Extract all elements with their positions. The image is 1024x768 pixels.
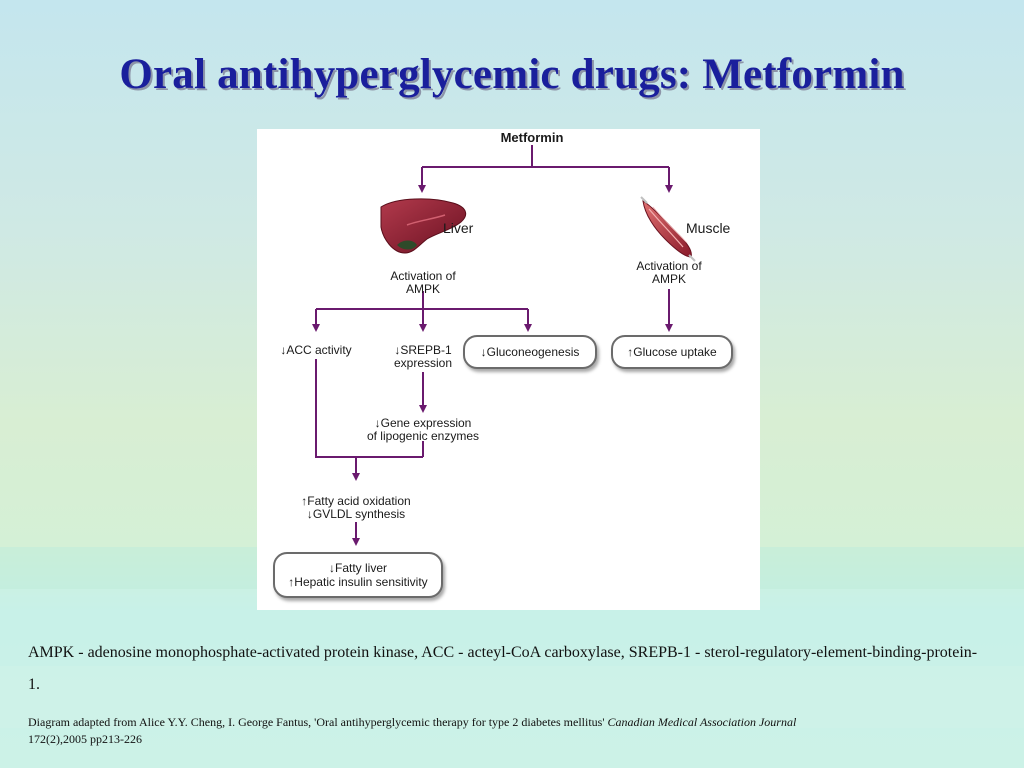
muscle-icon: [640, 196, 696, 262]
liver-icon: [380, 198, 467, 254]
srepb-expression: ↓SREPB-1 expression: [373, 344, 473, 370]
citation-ref: 172(2),2005 pp213-226: [28, 732, 142, 746]
abbreviations-footnote: AMPK - adenosine monophosphate-activated…: [28, 644, 978, 693]
metformin-label: Metformin: [500, 130, 564, 145]
hepatic-outcome-box: ↓Fatty liver ↑Hepatic insulin sensitivit…: [273, 552, 443, 598]
citation-text: Diagram adapted from Alice Y.Y. Cheng, I…: [28, 715, 605, 729]
liver-ampk-activation: Activation of AMPK: [373, 270, 473, 296]
background-band-footer: [0, 666, 1024, 728]
connector-acc-down: [315, 359, 423, 458]
outcome-line1: ↓Fatty liver: [328, 561, 387, 575]
gene-line2: of lipogenic enzymes: [366, 429, 480, 443]
citation-journal: Canadian Medical Association Journal: [607, 715, 797, 729]
muscle-label: Muscle: [686, 220, 731, 236]
fatty-acid-oxidation: ↑Fatty acid oxidation ↓GVLDL synthesis: [286, 495, 426, 521]
metformin-diagram: Metformin Liver Activation of AMPK Muscl…: [257, 129, 760, 610]
gluconeogenesis-box: ↓Gluconeogenesis: [463, 335, 597, 369]
outcome-line2: ↑Hepatic insulin sensitivity: [288, 575, 428, 589]
slide-title: Oral antihyperglycemic drugs: Metformin: [119, 51, 905, 98]
gluconeogenesis-text: ↓Gluconeogenesis: [480, 345, 580, 359]
liver-ampk-line2: AMPK: [405, 282, 440, 296]
fatty-line1: ↑Fatty acid oxidation: [301, 494, 411, 508]
liver-ampk-line1: Activation of: [390, 269, 456, 283]
acc-activity: ↓ACC activity: [280, 343, 352, 357]
gene-expression: ↓Gene expression of lipogenic enzymes: [353, 417, 493, 443]
muscle-ampk-activation: Activation of AMPK: [619, 260, 719, 286]
muscle-ampk-line1: Activation of: [636, 259, 702, 273]
glucose-uptake-text: ↑Glucose uptake: [627, 345, 717, 359]
liver-label: Liver: [443, 220, 474, 236]
srepb-line1: ↓SREPB-1: [394, 343, 452, 357]
diagram-connectors: [312, 145, 696, 546]
fatty-line2: ↓GVLDL synthesis: [306, 507, 406, 521]
citation: Diagram adapted from Alice Y.Y. Cheng, I…: [28, 714, 988, 748]
glucose-uptake-box: ↑Glucose uptake: [611, 335, 733, 369]
gene-line1: ↓Gene expression: [374, 416, 472, 430]
muscle-ampk-line2: AMPK: [651, 272, 686, 286]
srepb-line2: expression: [393, 356, 453, 370]
